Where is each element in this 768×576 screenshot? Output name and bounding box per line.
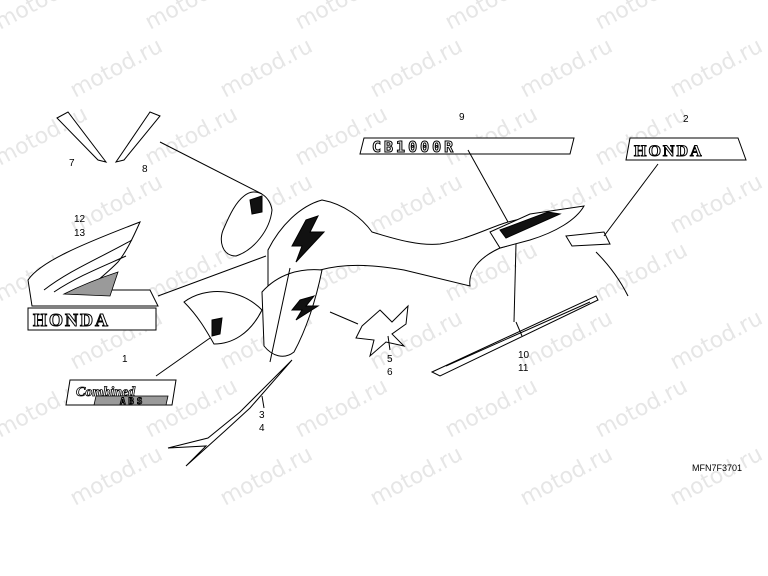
watermark-text: motod.ru bbox=[216, 442, 317, 511]
callout-8: 8 bbox=[142, 164, 148, 175]
watermark-text: motod.ru bbox=[666, 170, 767, 239]
callout-2: 2 bbox=[683, 114, 689, 125]
watermark-text: motod.ru bbox=[516, 306, 617, 375]
watermark-text: motod.ru bbox=[66, 34, 167, 103]
watermark-text: motod.ru bbox=[591, 374, 692, 443]
stripe-part-7[interactable] bbox=[56, 111, 108, 163]
stripe-part-8[interactable] bbox=[114, 111, 161, 163]
watermark-text: motod.ru bbox=[441, 0, 542, 35]
callout-10: 10 bbox=[518, 350, 530, 361]
honda-emblem-text: HONDA bbox=[33, 310, 110, 330]
tank-x-decal[interactable] bbox=[290, 295, 409, 358]
watermark-text: motod.ru bbox=[516, 442, 617, 511]
side-long-stripe[interactable] bbox=[430, 295, 599, 377]
watermark-text: motod.ru bbox=[666, 442, 767, 511]
watermark-text: motod.ru bbox=[441, 374, 542, 443]
watermark-text: motod.ru bbox=[141, 102, 242, 171]
watermark-text: motod.ru bbox=[66, 442, 167, 511]
callout-13: 13 bbox=[74, 228, 86, 239]
watermark-text: motod.ru bbox=[516, 34, 617, 103]
honda-wing-emblem[interactable]: HONDA bbox=[27, 221, 159, 331]
callout-5: 5 bbox=[387, 354, 393, 365]
watermark-text: motod.ru bbox=[0, 0, 92, 35]
callout-4: 4 bbox=[259, 423, 265, 434]
callout-6: 6 bbox=[387, 367, 393, 378]
watermark-text: motod.ru bbox=[216, 34, 317, 103]
callout-3: 3 bbox=[259, 410, 265, 421]
motorcycle-body bbox=[183, 191, 629, 357]
leader-lines bbox=[155, 141, 659, 409]
watermark-text: motod.ru bbox=[291, 374, 392, 443]
watermark-text: motod.ru bbox=[291, 102, 392, 171]
honda-side-text: HONDA bbox=[634, 143, 704, 160]
watermark-text: motod.ru bbox=[291, 0, 392, 35]
callout-labels: 1 2 3 4 5 6 7 8 9 10 11 12 13 bbox=[69, 112, 689, 434]
diagram-code: MFN7F3701 bbox=[692, 463, 742, 473]
honda-side-badge[interactable]: HONDA bbox=[625, 137, 747, 161]
callout-9: 9 bbox=[459, 112, 465, 123]
watermark-text: motod.ru bbox=[666, 306, 767, 375]
watermark-text: motod.ru bbox=[366, 170, 467, 239]
watermark-text: motod.ru bbox=[591, 102, 692, 171]
callout-12: 12 bbox=[74, 214, 86, 225]
watermark-text: motod.ru bbox=[141, 0, 242, 35]
callout-11: 11 bbox=[518, 363, 529, 374]
model-text: CB1000R bbox=[372, 138, 456, 156]
callout-7: 7 bbox=[69, 158, 75, 169]
watermark-text: motod.ru bbox=[666, 34, 767, 103]
watermark-text: motod.ru bbox=[591, 238, 692, 307]
watermark-text: motod.ru bbox=[366, 442, 467, 511]
combined-abs-badge[interactable]: Combined ABS bbox=[65, 379, 177, 408]
watermark-text: motod.ru bbox=[366, 34, 467, 103]
callout-1: 1 bbox=[122, 354, 128, 365]
model-badge[interactable]: CB1000R bbox=[359, 137, 575, 157]
watermark-text: motod.ru bbox=[591, 0, 692, 35]
lower-fairing-stripe[interactable] bbox=[167, 359, 293, 467]
watermark-text: motod.ru bbox=[441, 102, 542, 171]
abs-text: ABS bbox=[120, 397, 145, 407]
